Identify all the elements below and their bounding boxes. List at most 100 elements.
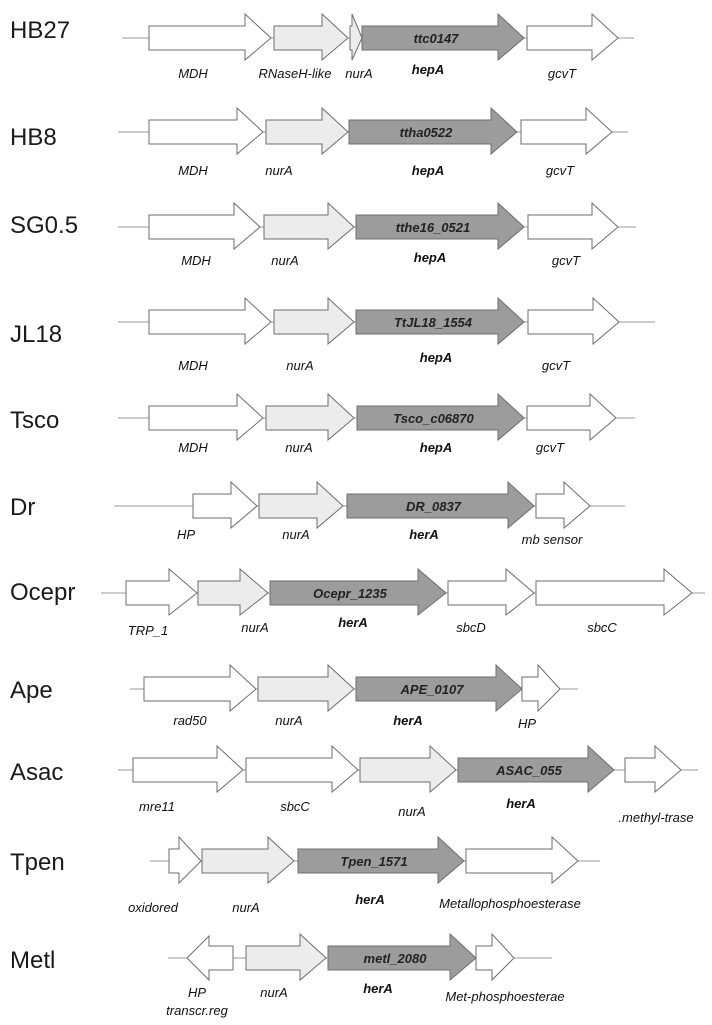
gene-name-label: sbcC: [280, 799, 310, 814]
gene-name-label: gcvT: [548, 66, 577, 81]
gene-name-label: nurA: [260, 985, 287, 1000]
gene-arrow-hp: [186, 934, 234, 982]
species-label: SG0.5: [10, 212, 78, 239]
gene-name-label: hepA: [412, 62, 445, 77]
gene-name-label: transcr.reg: [166, 1003, 228, 1018]
gene-name-label: gcvT: [542, 358, 571, 373]
gene-arrow-metl-2080: [327, 932, 477, 982]
species-label: JL18: [10, 321, 62, 348]
gene-arrow-nura: [258, 480, 344, 530]
gene-name-label: nurA: [265, 163, 292, 178]
species-label: Asac: [10, 759, 63, 786]
gene-arrow-tsco-c06870: [356, 392, 525, 442]
locus-tag-label: ttc0147: [414, 31, 460, 46]
gene-arrow-ttha0522: [348, 106, 518, 156]
gene-arrow-nura: [265, 392, 355, 442]
gene-arrow-mdh: [148, 296, 272, 346]
gene-arrow-nura: [265, 106, 349, 156]
gene-arrow-mdh: [148, 12, 272, 62]
gene-arrow-asac-055: [457, 744, 615, 794]
species-label: Dr: [10, 494, 35, 521]
gene-name-label: nurA: [232, 900, 259, 915]
gene-name-label: nurA: [285, 440, 312, 455]
gene-arrow-rnaseh-like: [273, 12, 349, 62]
gene-name-label: MDH: [181, 253, 211, 268]
gene-arrow-oxidored: [168, 835, 202, 885]
gene-arrow-rad50: [143, 663, 257, 713]
gene-name-label: nurA: [286, 358, 313, 373]
species-label: Ape: [10, 677, 53, 704]
gene-arrow-metallophosphoesterase: [465, 835, 579, 885]
gene-name-label: herA: [393, 713, 423, 728]
gene-arrow-methyl-trase: [624, 744, 682, 794]
gene-arrow-nura: [263, 201, 355, 251]
gene-name-label: Met-phosphoesterae: [445, 989, 564, 1004]
gene-arrow-tpen-1571: [297, 835, 465, 885]
gene-name-label: herA: [363, 981, 393, 996]
gene-arrow-ttc0147: [361, 12, 525, 62]
gene-name-label: MDH: [178, 66, 208, 81]
gene-arrow-mdh: [148, 392, 264, 442]
gene-arrow-mdh: [148, 201, 261, 251]
gene-arrow-gcvt: [526, 392, 617, 442]
gene-arrow-hp: [192, 480, 258, 530]
gene-name-label: gcvT: [552, 253, 581, 268]
gene-arrow-met-phosphoesterae: [475, 932, 515, 982]
gene-name-label: nurA: [345, 66, 372, 81]
gene-name-label: Metallophosphoesterase: [439, 896, 581, 911]
gene-arrow-mdh: [148, 106, 264, 156]
gene-name-label: herA: [355, 892, 385, 907]
gene-arrow-mb-sensor: [535, 480, 591, 530]
gene-arrow-tthe16-0521: [355, 201, 525, 251]
gene-name-label: HP: [518, 716, 536, 731]
gene-arrow-nura: [197, 567, 269, 617]
gene-arrow-gcvt: [527, 296, 620, 346]
gene-name-label: TRP_1: [128, 623, 168, 638]
gene-name-label: hepA: [414, 250, 447, 265]
species-label: HB27: [10, 17, 70, 44]
species-label: Tpen: [10, 849, 65, 876]
gene-name-label: hepA: [420, 350, 453, 365]
gene-arrow-hp: [521, 663, 561, 713]
gene-name-label: hepA: [412, 163, 445, 178]
gene-arrow-ttjl18-1554: [355, 296, 525, 346]
locus-tag-label: ttha0522: [400, 125, 454, 140]
species-label: Ocepr: [10, 579, 75, 606]
gene-name-label: nurA: [275, 713, 302, 728]
gene-name-label: nurA: [282, 527, 309, 542]
gene-name-label: herA: [506, 796, 536, 811]
gene-name-label: MDH: [178, 440, 208, 455]
gene-arrow-mre11: [132, 744, 244, 794]
gene-arrow-ape-0107: [355, 663, 523, 713]
locus-tag-label: ASAC_055: [495, 763, 563, 778]
gene-arrow-ocepr-1235: [269, 567, 447, 617]
gene-arrow-sbcc: [245, 744, 359, 794]
gene-name-label: HP: [188, 985, 206, 1000]
gene-arrow-nura: [201, 835, 295, 885]
species-label: Metl: [10, 947, 55, 974]
gene-name-label: herA: [338, 615, 368, 630]
gene-name-label: gcvT: [536, 440, 565, 455]
locus-tag-label: Tsco_c06870: [393, 411, 474, 426]
locus-tag-label: TtJL18_1554: [394, 315, 473, 330]
locus-tag-label: tthe16_0521: [396, 220, 470, 235]
gene-name-label: sbcC: [587, 620, 617, 635]
gene-name-label: rad50: [173, 713, 207, 728]
gene-name-label: mb sensor: [522, 532, 583, 547]
locus-tag-label: metl_2080: [364, 951, 428, 966]
gene-name-label: .methyl-trase: [618, 810, 693, 825]
gene-arrow-dr-0837: [346, 480, 535, 530]
gene-arrow-nura: [359, 744, 457, 794]
gene-name-label: herA: [409, 527, 439, 542]
gene-name-label: oxidored: [128, 900, 179, 915]
gene-arrow-gcvt: [520, 106, 613, 156]
locus-tag-label: Ocepr_1235: [313, 586, 387, 601]
